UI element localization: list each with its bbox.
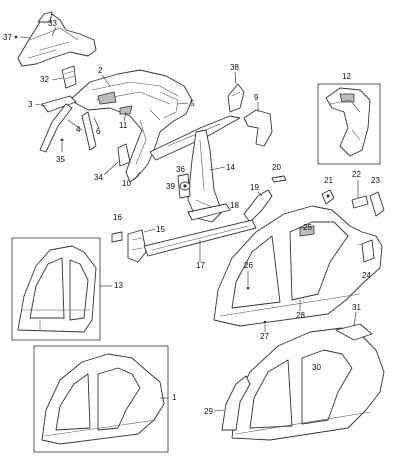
part-31-rear-section [335, 323, 373, 341]
callout-30: 30 [312, 363, 321, 372]
callout-4: 4 [76, 125, 81, 134]
part-38-gusset [227, 83, 245, 113]
callout-27: 27 [260, 332, 269, 341]
part-29-front-pillar [221, 375, 251, 431]
part-4-pillar-strip [39, 103, 97, 153]
callout-6: 6 [96, 127, 101, 136]
callout-29: 29 [204, 407, 213, 416]
part-32-reinforcement [61, 65, 77, 89]
inset-13-inner-side-frame [11, 237, 101, 341]
part-28-outer-side-panel [213, 205, 383, 327]
part-16-small-plate [111, 231, 123, 243]
callout-17: 17 [196, 261, 205, 270]
inset-12-box [317, 83, 381, 165]
part-34-bracket [117, 143, 131, 167]
callout-15: 15 [156, 225, 165, 234]
part-17-rocker-panel [143, 219, 257, 257]
callout-35: 35 [56, 155, 65, 164]
callout-26: 26 [244, 261, 253, 270]
callout-11: 11 [119, 121, 128, 130]
part-24-bracket [361, 239, 375, 263]
part-30-side-outer-lower [231, 327, 385, 441]
callout-5: 5 [190, 99, 195, 108]
part-37-clip [14, 35, 18, 39]
callout-32: 32 [40, 75, 49, 84]
callout-28: 28 [296, 311, 305, 320]
callout-9: 9 [254, 93, 259, 102]
callout-34: 34 [94, 173, 103, 182]
part-19-rocker-extension [243, 189, 273, 223]
callout-18: 18 [230, 201, 239, 210]
callout-12: 12 [342, 72, 351, 81]
callout-19: 19 [250, 183, 259, 192]
part-18-sill-reinforcement [187, 203, 231, 221]
callout-31: 31 [352, 303, 361, 312]
callout-36: 36 [176, 165, 185, 174]
callout-24: 24 [362, 271, 371, 280]
part-3-inner-rail [41, 95, 77, 113]
callout-23: 23 [371, 176, 380, 185]
callout-13: 13 [114, 281, 123, 290]
callout-20: 20 [272, 163, 281, 172]
callout-33: 33 [48, 19, 57, 28]
callout-1: 1 [172, 393, 177, 402]
callout-10: 10 [122, 179, 131, 188]
inset-1-complete-side-panel [33, 345, 169, 453]
callout-39: 39 [166, 182, 175, 191]
part-22-bracket [351, 195, 369, 209]
part-23-bracket [369, 191, 385, 217]
callout-38: 38 [230, 63, 239, 72]
callout-3: 3 [28, 100, 33, 109]
callout-16: 16 [113, 213, 122, 222]
callout-25: 25 [303, 223, 312, 232]
part-9-rear-extension [243, 109, 273, 147]
callout-21: 21 [324, 176, 333, 185]
part-39-grommet [179, 181, 191, 191]
callout-22: 22 [352, 170, 361, 179]
part-20-strip [271, 175, 287, 183]
callout-2: 2 [98, 66, 103, 75]
part-21-clip [321, 189, 335, 205]
part-33-rear-wheelhouse-bracket [14, 11, 97, 67]
callout-37: 37 [3, 33, 12, 42]
part-15-front-pillar-lower [127, 229, 147, 263]
callout-14: 14 [226, 163, 235, 172]
part-14-b-pillar [187, 129, 223, 223]
